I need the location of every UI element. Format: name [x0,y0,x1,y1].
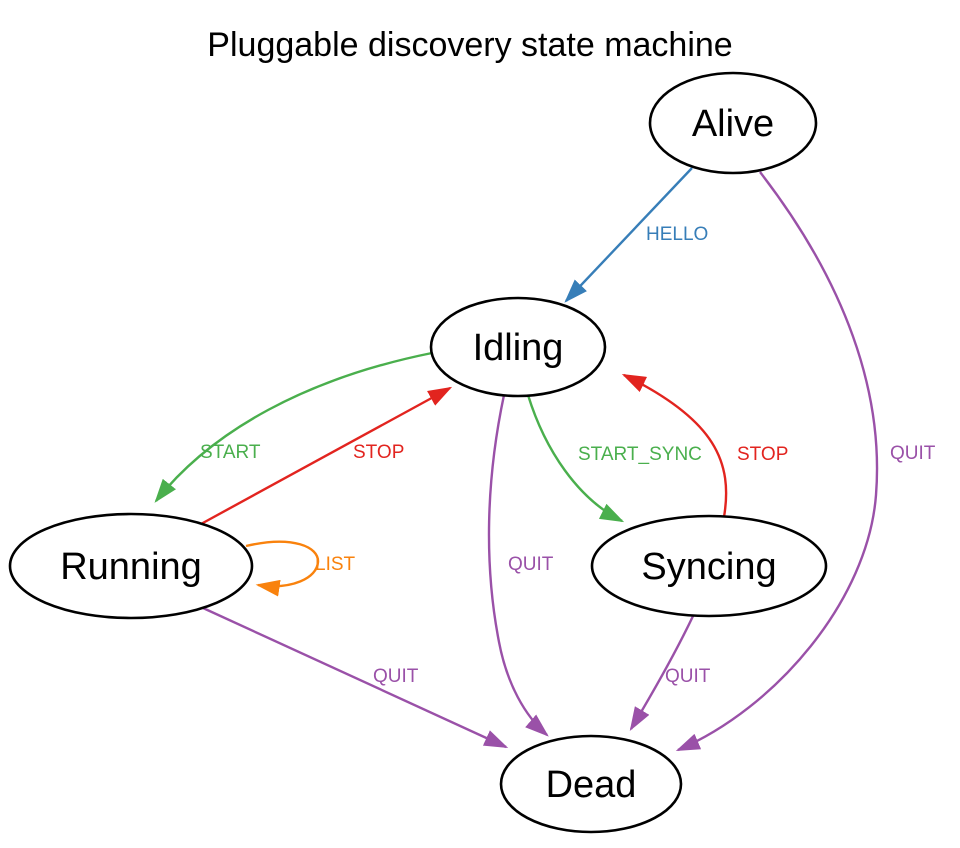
edge-label-quit-alive: QUIT [890,443,936,464]
node-alive-label: Alive [692,103,774,145]
node-dead: Dead [499,734,683,834]
node-alive-ellipse [648,71,818,175]
edge-syncing-to-idling [621,373,728,518]
edge-idling-to-syncing [526,394,625,523]
node-running-label: Running [60,546,202,588]
edge-running-to-dead [202,606,509,749]
node-dead-label: Dead [546,764,637,806]
edge-syncing-to-dead [629,613,696,732]
node-idling-ellipse [429,296,607,398]
edge-label-list: LIST [315,554,356,575]
node-syncing: Syncing [590,514,828,618]
node-alive: Alive [648,71,818,175]
edge-label-stop-running: STOP [353,442,404,463]
node-running: Running [8,512,254,620]
diagram-title: Pluggable discovery state machine [207,26,732,64]
node-syncing-label: Syncing [641,546,776,588]
edge-alive-to-dead [675,171,879,752]
node-idling-label: Idling [473,327,564,369]
node-dead-ellipse [499,734,683,834]
edge-idling-to-dead [487,394,549,737]
edge-label-quit-idling: QUIT [508,554,554,575]
node-idling: Idling [429,296,607,398]
edge-running-to-idling [200,386,453,526]
edge-label-quit-running: QUIT [373,666,419,687]
edge-label-start-sync: START_SYNC [578,444,702,465]
node-syncing-ellipse [590,514,828,618]
node-running-ellipse [8,512,254,620]
edge-label-stop-syncing: STOP [737,444,788,465]
edge-label-quit-syncing: QUIT [665,666,711,687]
edge-running-self-loop [245,540,320,597]
edge-idling-to-running [154,351,433,503]
edge-alive-to-idling [564,167,693,303]
edge-label-hello: HELLO [646,224,708,245]
edge-label-start: START [200,442,261,463]
